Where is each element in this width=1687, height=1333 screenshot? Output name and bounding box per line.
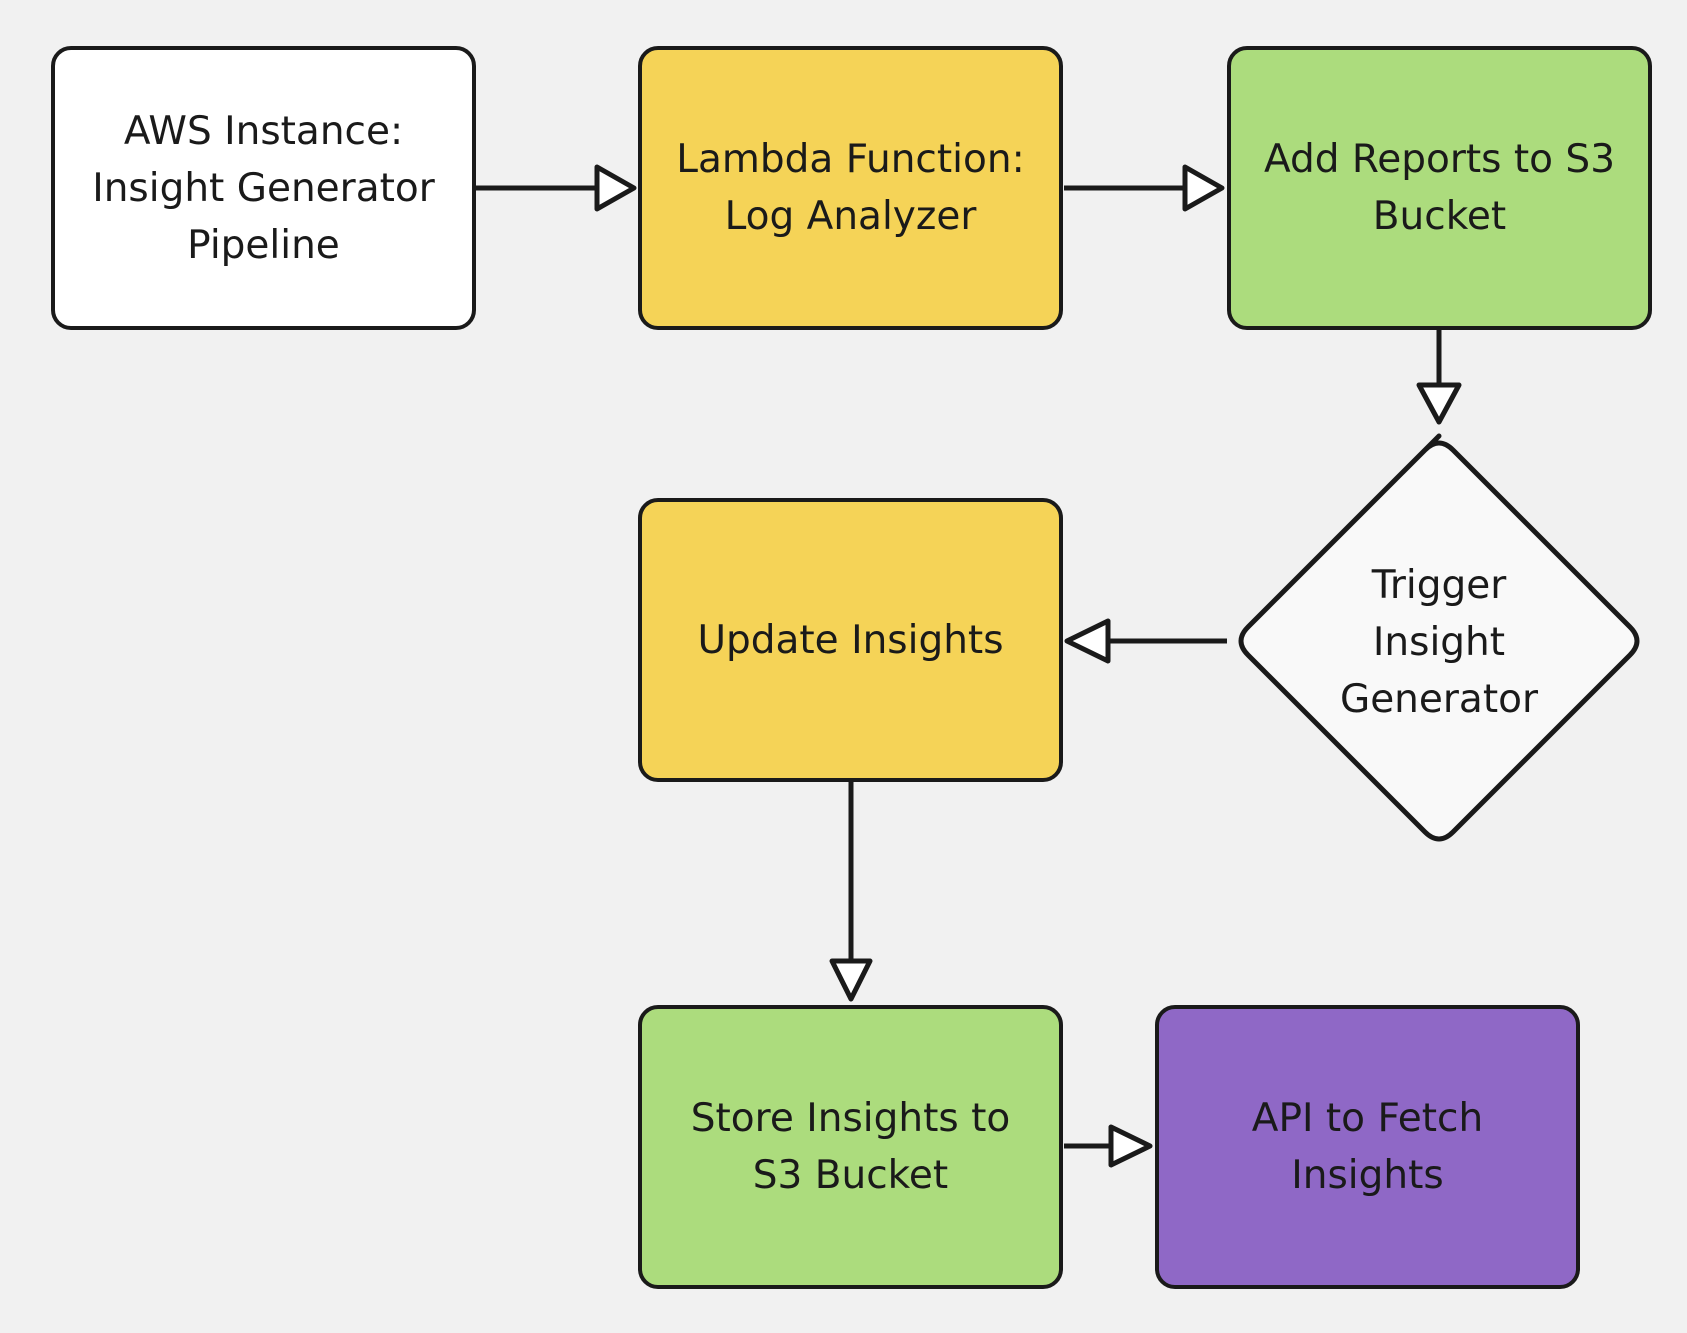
add-reports-node[interactable]: Add Reports to S3 Bucket: [1227, 46, 1652, 330]
aws-instance-node[interactable]: AWS Instance: Insight Generator Pipeline: [51, 46, 476, 330]
trigger-insight-diamond-shape[interactable]: [1238, 433, 1640, 842]
arrow-aws-to-lambda: [476, 164, 637, 212]
lambda-function-node[interactable]: Lambda Function: Log Analyzer: [638, 46, 1063, 330]
update-insights-label: Update Insights: [697, 617, 1004, 663]
update-insights-node[interactable]: Update Insights: [638, 498, 1063, 782]
store-insights-label: Store Insights to S3 Bucket: [690, 1096, 1011, 1198]
trigger-insight-label: Trigger Insight Generator: [1339, 563, 1539, 722]
store-insights-node[interactable]: Store Insights to S3 Bucket: [638, 1005, 1063, 1289]
arrow-reports-to-trigger: [1416, 330, 1462, 425]
aws-instance-label: AWS Instance: Insight Generator Pipeline: [92, 108, 435, 268]
arrow-trigger-to-update: [1064, 618, 1227, 664]
lambda-function-label: Lambda Function: Log Analyzer: [676, 137, 1025, 239]
api-fetch-label: API to Fetch Insights: [1251, 1096, 1484, 1198]
add-reports-label: Add Reports to S3 Bucket: [1263, 137, 1616, 239]
api-fetch-node[interactable]: API to Fetch Insights: [1155, 1005, 1580, 1289]
arrow-lambda-to-reports: [1064, 164, 1225, 212]
arrow-update-to-store: [829, 782, 873, 1002]
arrow-store-to-api: [1064, 1124, 1153, 1168]
trigger-insight-node[interactable]: Trigger Insight Generator: [1300, 560, 1578, 725]
